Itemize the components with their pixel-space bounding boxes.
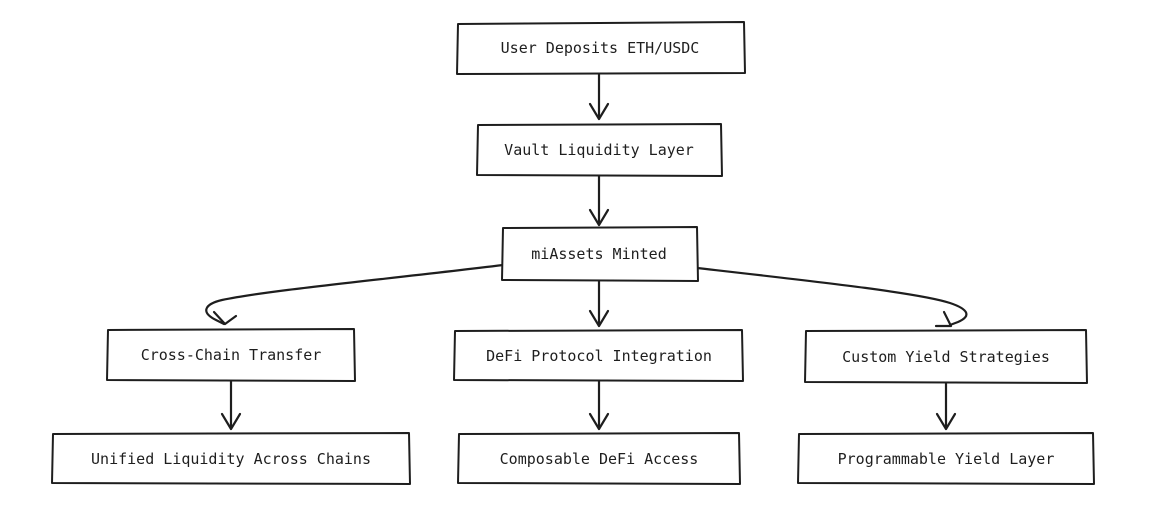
node-label-miassets-minted: miAssets Minted xyxy=(531,245,666,263)
node-defi-integration: DeFi Protocol Integration xyxy=(453,329,744,382)
node-label-vault-liquidity: Vault Liquidity Layer xyxy=(504,141,694,159)
arrowhead-customyield-to-programmable xyxy=(935,412,957,431)
node-label-defi-integration: DeFi Protocol Integration xyxy=(486,347,712,365)
node-custom-yield: Custom Yield Strategies xyxy=(804,329,1088,384)
arrowhead-deposits-to-vault xyxy=(588,102,610,121)
arrowhead-miassets-to-defi xyxy=(588,309,610,328)
node-label-custom-yield: Custom Yield Strategies xyxy=(842,348,1050,366)
node-composable-defi: Composable DeFi Access xyxy=(457,432,741,485)
node-label-programmable-yield: Programmable Yield Layer xyxy=(838,450,1055,468)
node-label-user-deposits: User Deposits ETH/USDC xyxy=(501,39,700,57)
node-user-deposits: User Deposits ETH/USDC xyxy=(456,21,746,75)
arrowhead-defi-to-composable xyxy=(588,412,610,431)
edge-miassets-to-crosschain xyxy=(205,263,505,326)
arrowhead-miassets-to-crosschain xyxy=(212,310,238,326)
arrowhead-miassets-to-customyield xyxy=(934,310,953,328)
arrowhead-vault-to-miassets xyxy=(588,208,610,227)
node-label-cross-chain: Cross-Chain Transfer xyxy=(141,346,322,364)
node-unified-liquidity: Unified Liquidity Across Chains xyxy=(51,432,411,485)
node-vault-liquidity: Vault Liquidity Layer xyxy=(476,123,723,177)
node-programmable-yield: Programmable Yield Layer xyxy=(797,432,1095,485)
nodes: User Deposits ETH/USDC Vault Liquidity L… xyxy=(51,21,1095,485)
edge-miassets-to-customyield xyxy=(695,266,968,327)
node-label-composable-defi: Composable DeFi Access xyxy=(500,450,699,468)
node-miassets-minted: miAssets Minted xyxy=(501,226,699,282)
edges xyxy=(205,71,968,431)
arrowhead-crosschain-to-unified xyxy=(220,412,242,431)
node-cross-chain: Cross-Chain Transfer xyxy=(106,328,356,382)
node-label-unified-liquidity: Unified Liquidity Across Chains xyxy=(91,450,371,468)
